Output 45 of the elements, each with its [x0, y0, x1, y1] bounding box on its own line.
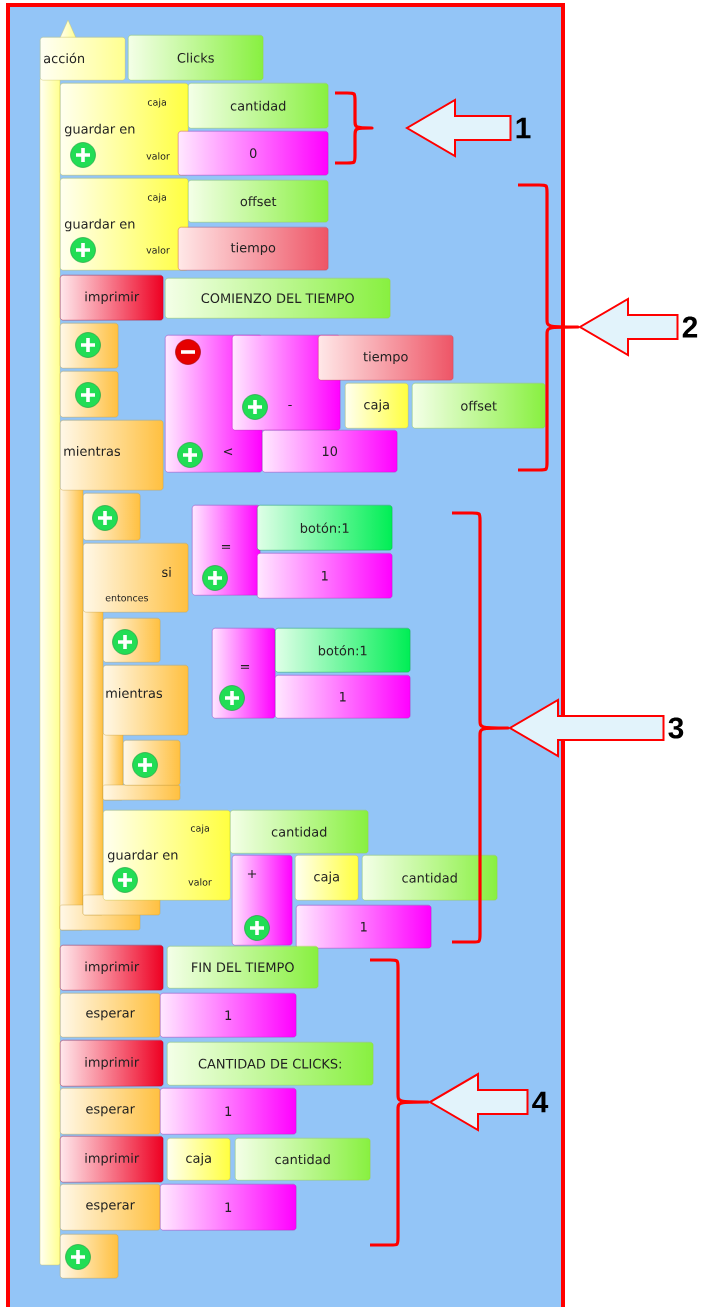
- value-block: 1: [296, 905, 432, 949]
- value-block: offset: [412, 383, 546, 429]
- print-block: imprimir: [60, 1136, 164, 1183]
- sensor-block: botón:1: [257, 505, 393, 551]
- value-block: tiempo: [318, 335, 454, 381]
- wait-block: esperar: [60, 993, 161, 1038]
- value-block: offset: [188, 180, 329, 223]
- value-block: tiempo: [178, 227, 329, 271]
- value-block: cantidad: [362, 855, 498, 901]
- value-block: COMIENZO DEL TIEMPO: [165, 278, 391, 319]
- block-arrow: [578, 297, 679, 357]
- box-block: caja: [345, 383, 409, 429]
- value-block: cantidad: [188, 83, 329, 129]
- value-block: Clicks: [128, 35, 264, 81]
- callout-number: 2: [682, 316, 698, 338]
- operator-block: =: [212, 628, 276, 719]
- block-arrow: [405, 98, 512, 158]
- value-block: CANTIDAD DE CLICKS:: [167, 1042, 374, 1086]
- value-block: cantidad: [235, 1138, 371, 1181]
- block-arrow: [508, 698, 665, 758]
- value-block: 1: [275, 675, 411, 719]
- statement-block: caja guardar en valor: [60, 178, 189, 271]
- print-block: imprimir: [60, 1040, 164, 1087]
- wait-block: esperar: [60, 1088, 161, 1135]
- operator-block: +: [232, 855, 293, 946]
- node-label: acción: [43, 52, 85, 64]
- value-block: 1: [257, 553, 393, 599]
- statement-block: caja guardar en valor: [60, 83, 189, 176]
- callout-number: 3: [668, 717, 684, 739]
- value-block: 1: [160, 1184, 297, 1231]
- callout-number: 1: [516, 117, 531, 139]
- value-block: 10: [262, 430, 398, 473]
- value-block: FIN DEL TIEMPO: [167, 946, 319, 989]
- box-block: caja: [167, 1138, 231, 1181]
- block-arrow: [428, 1072, 529, 1132]
- value-block: 0: [178, 131, 329, 176]
- sensor-block: botón:1: [275, 628, 411, 673]
- print-block: imprimir: [60, 275, 164, 321]
- node-label: mientras: [64, 445, 121, 457]
- value-block: 1: [160, 993, 297, 1038]
- wait-block: esperar: [60, 1184, 161, 1231]
- print-block: imprimir: [60, 945, 164, 991]
- callout-number: 4: [532, 1091, 549, 1113]
- box-block: caja: [295, 855, 359, 901]
- value-block: 1: [160, 1088, 297, 1135]
